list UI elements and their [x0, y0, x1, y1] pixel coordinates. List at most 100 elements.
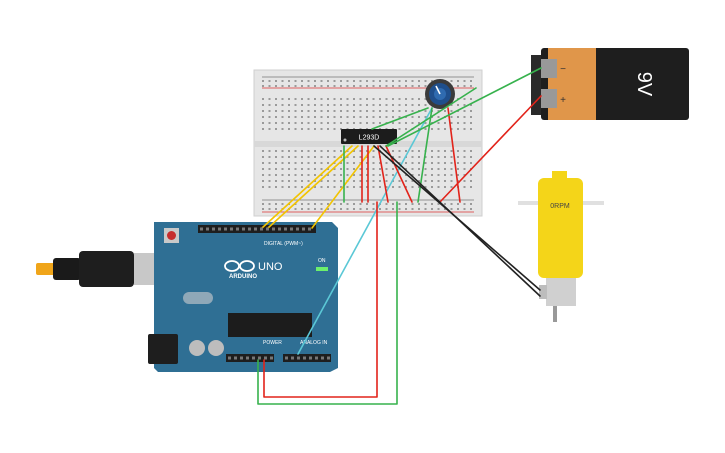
breadboard-hole [294, 110, 297, 112]
breadboard-hole [359, 98, 362, 100]
breadboard-hole [320, 162, 323, 164]
usb-cable[interactable] [36, 251, 166, 287]
breadboard-hole [411, 186, 414, 188]
breadboard-hole [398, 150, 401, 152]
breadboard-hole [398, 162, 401, 164]
breadboard-hole [392, 203, 394, 205]
breadboard-hole [288, 162, 290, 164]
breadboard-hole [346, 80, 349, 82]
breadboard-hole [463, 98, 466, 100]
breadboard-hole [444, 122, 446, 124]
breadboard-hole [457, 80, 459, 82]
breadboard-hole [307, 116, 310, 118]
header-pin [248, 227, 251, 231]
breadboard-hole [424, 168, 427, 170]
breadboard-hole [262, 98, 264, 100]
wire-red[interactable] [439, 95, 542, 203]
wire-green[interactable] [257, 201, 398, 405]
breadboard-hole [385, 80, 388, 82]
wire-green[interactable] [385, 87, 477, 147]
breadboard-hole [431, 180, 433, 182]
breadboard-hole [424, 203, 427, 205]
arduino-uno[interactable]: ARDUINO UNO DIGITAL (PWM~) POWER ANALOG … [148, 222, 338, 372]
wire-yellow[interactable] [311, 145, 375, 229]
header-pin [291, 356, 294, 360]
breadboard-hole [463, 168, 466, 170]
wire-cyan[interactable] [297, 107, 433, 355]
breadboard-hole [470, 203, 472, 205]
breadboard-hole [411, 104, 414, 106]
breadboard-hole [294, 156, 297, 158]
breadboard-hole [340, 104, 342, 106]
breadboard-hole [268, 85, 271, 87]
breadboard-hole [359, 174, 362, 176]
usb-plug-tip [36, 263, 58, 275]
breadboard-hole [359, 122, 362, 124]
breadboard-hole [398, 208, 401, 210]
l293d-chip[interactable]: L293D [341, 129, 397, 144]
breadboard-hole [327, 98, 329, 100]
wire-yellow[interactable] [261, 145, 353, 229]
breadboard-hole [340, 180, 342, 182]
breadboard-hole [470, 180, 472, 182]
breadboard-hole [372, 80, 375, 82]
breadboard-hole [470, 208, 472, 210]
breadboard-hole [366, 203, 368, 205]
breadboard-hole [457, 116, 459, 118]
potentiometer[interactable] [425, 79, 455, 109]
breadboard-hole [275, 116, 277, 118]
breadboard-hole [405, 98, 407, 100]
battery-9v[interactable]: − + 9V [531, 48, 689, 120]
breadboard-hole [463, 85, 466, 87]
breadboard-hole [294, 104, 297, 106]
breadboard-hole [307, 168, 310, 170]
breadboard-hole [340, 168, 342, 170]
digital-header-label: DIGITAL (PWM~) [264, 241, 303, 247]
breadboard-hole [333, 156, 336, 158]
wire-red[interactable] [447, 107, 461, 203]
header-pin [302, 227, 305, 231]
header-pin [218, 227, 221, 231]
breadboard-hole [392, 208, 394, 210]
breadboard-hole [281, 150, 284, 152]
wire-green[interactable] [387, 67, 542, 147]
breadboard-hole [463, 116, 466, 118]
breadboard-hole [262, 186, 264, 188]
breadboard-hole [314, 110, 316, 112]
reset-button[interactable] [167, 231, 176, 240]
breadboard-hole [450, 104, 453, 106]
breadboard-hole [437, 128, 440, 130]
breadboard-hole [320, 180, 323, 182]
breadboard-hole [392, 186, 394, 188]
breadboard-hole [372, 168, 375, 170]
breadboard-hole [327, 85, 329, 87]
wire-green[interactable] [371, 107, 429, 130]
breadboard-hole [444, 174, 446, 176]
capacitor [208, 340, 224, 356]
wire-black[interactable] [379, 145, 541, 297]
dc-gear-motor[interactable]: 0RPM [518, 171, 604, 322]
breadboard-hole [431, 168, 433, 170]
breadboard-hole [437, 203, 440, 205]
breadboard-hole [275, 156, 277, 158]
header-pin [246, 356, 249, 360]
breadboard-hole [314, 168, 316, 170]
dc-jack[interactable] [148, 334, 178, 364]
breadboard-hole [405, 162, 407, 164]
breadboard-hole [307, 80, 310, 82]
breadboard-hole [314, 122, 316, 124]
breadboard-hole [340, 80, 342, 82]
breadboard-hole [359, 150, 362, 152]
wire-yellow[interactable] [267, 145, 359, 229]
header-pin [290, 227, 293, 231]
wire-red[interactable] [377, 145, 389, 203]
breadboard-hole [470, 116, 472, 118]
breadboard-hole [437, 162, 440, 164]
breadboard-hole [294, 168, 297, 170]
breadboard-hole [463, 156, 466, 158]
breadboard-hole [301, 186, 303, 188]
battery-terminal-neg [541, 59, 557, 78]
breadboard-hole [307, 150, 310, 152]
wire-red[interactable] [263, 201, 378, 398]
